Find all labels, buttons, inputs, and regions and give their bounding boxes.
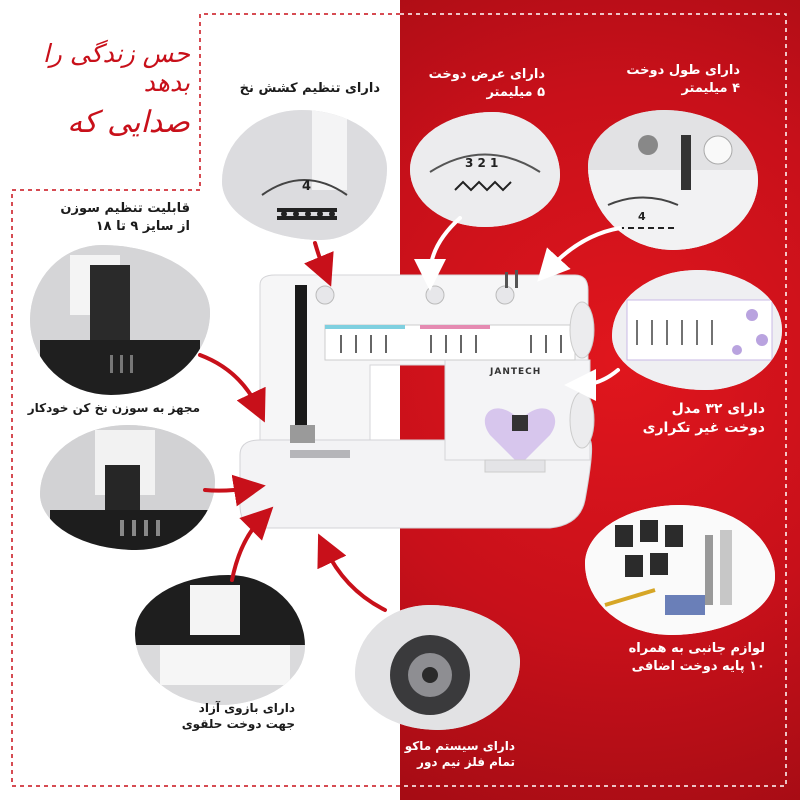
stitch-length-line2: ۴ میلیمتر — [681, 80, 740, 96]
rotary-hook-line1: دارای سیستم ماکو — [404, 739, 515, 753]
patterns-caption: دارای ۳۲ مدل دوخت غیر تکراری — [615, 400, 765, 438]
tension-dial-illustration: 4 — [222, 110, 387, 240]
free-arm-illustration — [135, 575, 305, 705]
stitch-width-photo: 3 2 1 — [410, 112, 560, 227]
tension-caption: دارای تنظیم کشش نخ — [239, 81, 380, 96]
rotary-hook-caption: دارای سیستم ماکو تمام فلز نیم دور — [390, 738, 515, 770]
needle-size-caption: قابلیت تنظیم سوزن از سایز ۹ تا ۱۸ — [40, 200, 190, 235]
pattern-panel-photo — [612, 270, 782, 390]
needle-size-line2: از سایز ۹ تا ۱۸ — [95, 218, 190, 234]
accessories-illustration — [585, 505, 775, 635]
threader-arrow — [203, 474, 266, 507]
needle-size-arrow — [198, 353, 266, 423]
threader-caption: مجهز به سوزن نخ کن خودکار — [27, 401, 200, 415]
accessories-line1: لوازم جانبی به همراه — [628, 641, 765, 656]
accessories-line2: ۱۰ پایه دوخت اضافی — [631, 658, 765, 674]
rotary-hook-line2: تمام فلز نیم دور — [417, 755, 515, 770]
stitch-length-caption: دارای طول دوخت ۴ میلیمتر — [620, 62, 740, 97]
stitch-width-line1: دارای عرض دوخت — [428, 67, 545, 82]
patterns-line1: دارای ۳۲ مدل — [671, 401, 765, 417]
width-value-label: 3 2 1 — [465, 156, 498, 170]
free-arm-arrow — [230, 506, 274, 582]
rotary-hook-arrow — [317, 533, 387, 612]
pattern-panel-illustration — [612, 270, 782, 390]
tension-arrow — [304, 241, 334, 287]
stitch-length-line1: دارای طول دوخت — [626, 63, 740, 78]
stitch-width-arrow — [414, 216, 462, 291]
free-arm-caption: دارای بازوی آزاد جهت دوخت حلقوی — [181, 700, 295, 732]
rotary-hook-photo — [355, 605, 520, 730]
accessories-caption: لوازم جانبی به همراه ۱۰ پایه دوخت اضافی — [580, 640, 765, 675]
brand-label: JANTECH — [490, 367, 542, 377]
stitch-width-line2: ۵ میلیمتر — [486, 84, 545, 100]
accessories-photo — [585, 505, 775, 635]
tension-value-label: 4 — [302, 179, 311, 194]
rotary-hook-illustration — [355, 605, 520, 730]
stitch-width-caption: دارای عرض دوخت ۵ میلیمتر — [420, 66, 545, 101]
stitch-length-arrow — [537, 226, 622, 282]
free-arm-line2: جهت دوخت حلقوی — [181, 717, 295, 732]
patterns-arrow — [564, 368, 620, 401]
slogan-line1: حس زندگی را بدهد — [42, 39, 190, 97]
slogan-logo: حس زندگی را بدهد صدایی که — [20, 39, 190, 140]
patterns-line2: دوخت غیر تکراری — [642, 419, 765, 436]
length-value-label: 4 — [638, 210, 646, 223]
needle-size-line1: قابلیت تنظیم سوزن — [60, 201, 190, 216]
free-arm-photo — [135, 575, 305, 705]
tension-dial-photo: 4 — [222, 110, 387, 240]
slogan-line2: صدایی که — [67, 104, 190, 140]
free-arm-line1: دارای بازوی آزاد — [198, 701, 295, 715]
needle-clamp-photo — [30, 245, 210, 395]
stitch-width-illustration: 3 2 1 — [410, 112, 560, 227]
